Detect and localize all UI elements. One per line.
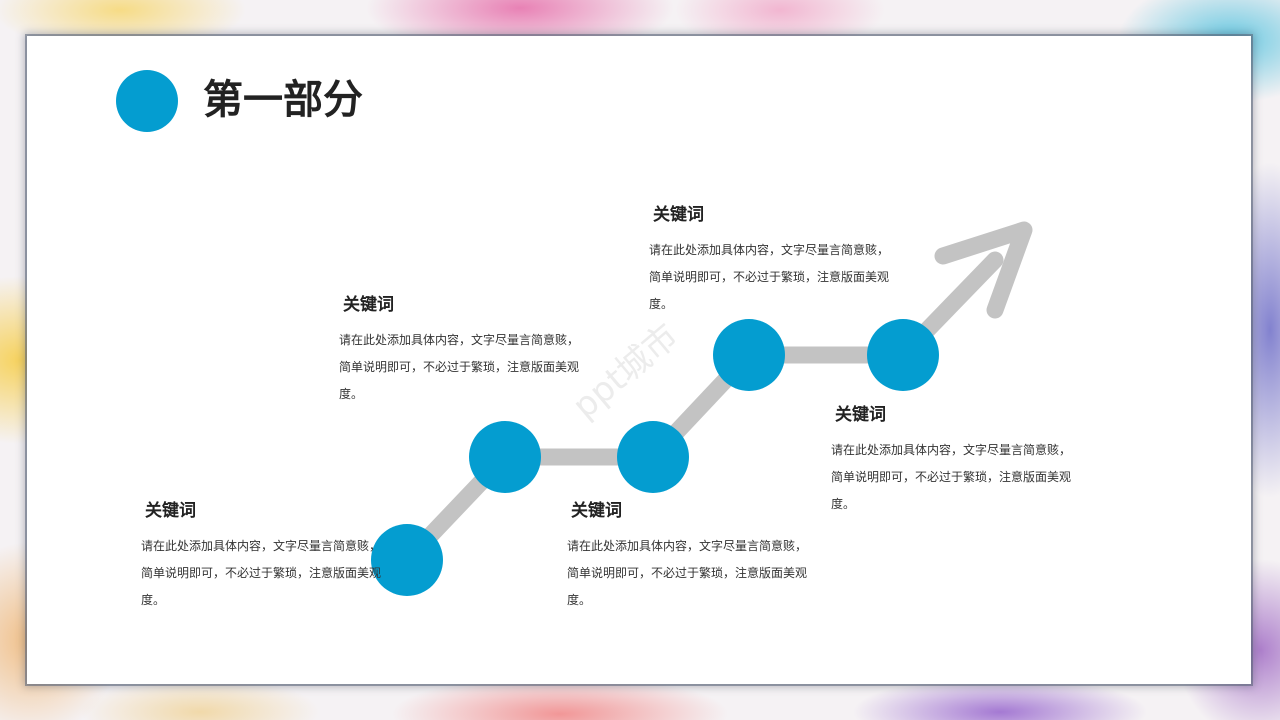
keyword-heading: 关键词 xyxy=(571,501,622,521)
slide-title: 第一部分 xyxy=(203,77,363,123)
text-block-2: 关键词 请在此处添加具体内容，文字尽量言简意赅，简单说明即可，不必过于繁琐，注意… xyxy=(339,293,579,408)
keyword-description: 请在此处添加具体内容，文字尽量言简意赅，简单说明即可，不必过于繁琐，注意版面美观… xyxy=(567,539,808,607)
text-block-1: 关键词 请在此处添加具体内容，文字尽量言简意赅，简单说明即可，不必过于繁琐，注意… xyxy=(141,499,381,614)
keyword-description: 请在此处添加具体内容，文字尽量言简意赅，简单说明即可，不必过于繁琐，注意版面美观… xyxy=(141,539,382,607)
keyword-description: 请在此处添加具体内容，文字尽量言简意赅，简单说明即可，不必过于繁琐，注意版面美观… xyxy=(649,243,890,311)
keyword-heading: 关键词 xyxy=(343,295,394,315)
keyword-heading: 关键词 xyxy=(145,501,196,521)
text-block-3: 关键词 请在此处添加具体内容，文字尽量言简意赅，简单说明即可，不必过于繁琐，注意… xyxy=(567,499,807,614)
slide-card xyxy=(27,36,1251,684)
arrow-head-icon xyxy=(934,221,1033,319)
step-node-4 xyxy=(713,319,785,391)
step-node-3 xyxy=(617,421,689,493)
text-block-4: 关键词 请在此处添加具体内容，文字尽量言简意赅，简单说明即可，不必过于繁琐，注意… xyxy=(649,203,889,318)
title-bullet-dot xyxy=(116,70,178,132)
keyword-heading: 关键词 xyxy=(835,405,886,425)
keyword-description: 请在此处添加具体内容，文字尽量言简意赅，简单说明即可，不必过于繁琐，注意版面美观… xyxy=(339,333,580,401)
text-block-5: 关键词 请在此处添加具体内容，文字尽量言简意赅，简单说明即可，不必过于繁琐，注意… xyxy=(831,403,1071,518)
step-node-2 xyxy=(469,421,541,493)
step-node-1 xyxy=(371,524,443,596)
step-node-5 xyxy=(867,319,939,391)
keyword-heading: 关键词 xyxy=(653,205,704,225)
keyword-description: 请在此处添加具体内容，文字尽量言简意赅，简单说明即可，不必过于繁琐，注意版面美观… xyxy=(831,443,1072,511)
